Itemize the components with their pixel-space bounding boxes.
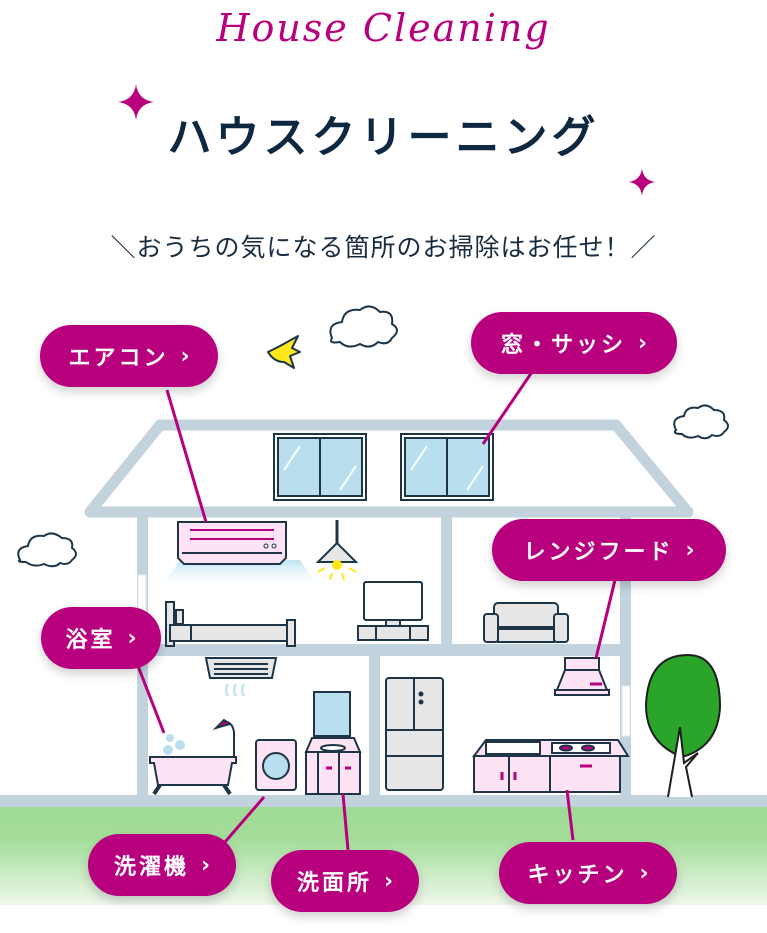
leader-lines bbox=[136, 371, 617, 851]
washing-machine bbox=[255, 739, 297, 791]
washroom-vanity bbox=[304, 691, 362, 795]
button-label: キッチン bbox=[527, 863, 628, 888]
sparkle-icon bbox=[118, 84, 154, 120]
button-label: 浴室 bbox=[65, 628, 116, 653]
range-hood bbox=[554, 657, 610, 696]
television bbox=[357, 581, 429, 641]
button-label: エアコン bbox=[68, 346, 169, 371]
button-label: 洗濯機 bbox=[113, 855, 189, 880]
aircon-button[interactable]: エアコン › bbox=[40, 325, 218, 387]
window-right bbox=[400, 433, 494, 501]
button-label: 洗面所 bbox=[296, 871, 372, 896]
air-conditioner bbox=[160, 521, 320, 590]
chevron-right-icon: › bbox=[639, 860, 649, 886]
chevron-right-icon: › bbox=[637, 330, 648, 356]
chevron-right-icon: › bbox=[685, 537, 695, 563]
sofa bbox=[483, 602, 569, 643]
cloud-icon bbox=[17, 532, 77, 568]
sparkle-icon bbox=[628, 168, 656, 196]
bed bbox=[165, 601, 296, 647]
roof bbox=[84, 419, 694, 518]
rangehood-button[interactable]: レンジフード › bbox=[492, 519, 726, 581]
page-title: ハウスクリーニング bbox=[167, 112, 600, 163]
ceiling-lamp bbox=[315, 520, 359, 581]
bathroom-button[interactable]: 浴室 › bbox=[41, 607, 161, 669]
button-label: レンジフード bbox=[523, 540, 674, 565]
kitchen-counter bbox=[472, 739, 630, 793]
chevron-right-icon: › bbox=[127, 625, 137, 651]
tree bbox=[644, 653, 722, 798]
cloud-icon bbox=[329, 305, 398, 348]
washroom-button[interactable]: 洗面所 › bbox=[271, 850, 419, 912]
subtitle: ＼おうちの気になる箇所のお掃除はお任せ！／ bbox=[110, 233, 657, 262]
refrigerator bbox=[385, 677, 444, 791]
kitchen-button[interactable]: キッチン › bbox=[499, 842, 677, 904]
cloud-icon bbox=[673, 404, 729, 440]
bird-icon bbox=[267, 335, 301, 369]
chevron-right-icon: › bbox=[180, 343, 190, 369]
bathtub bbox=[149, 718, 237, 796]
chevron-right-icon: › bbox=[200, 852, 211, 878]
window-sash-button[interactable]: 窓・サッシ › bbox=[471, 312, 677, 374]
chevron-right-icon: › bbox=[383, 868, 394, 894]
washer-button[interactable]: 洗濯機 › bbox=[88, 834, 236, 896]
window-left bbox=[273, 433, 367, 501]
script-title: House Cleaning bbox=[216, 6, 551, 50]
button-label: 窓・サッシ bbox=[500, 333, 626, 358]
bathroom-vent bbox=[204, 657, 278, 697]
